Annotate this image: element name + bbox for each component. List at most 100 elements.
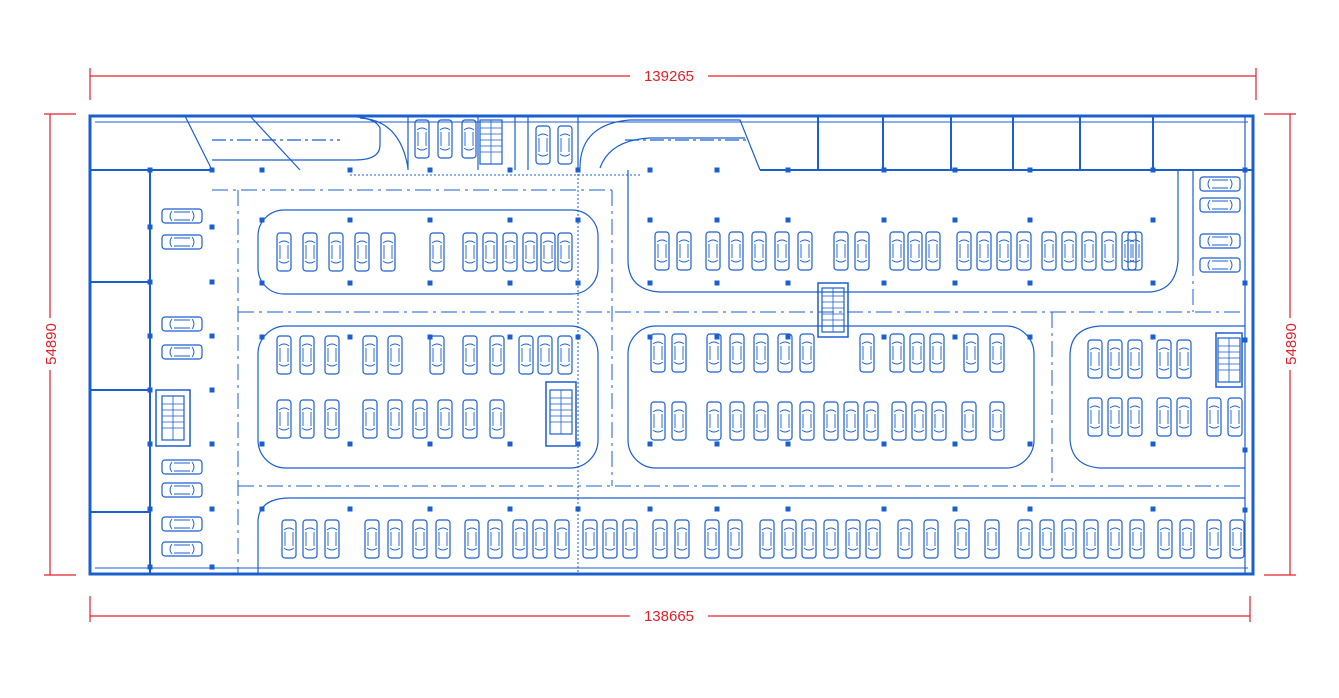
parking-stall-car: [387, 399, 403, 439]
parking-stall-car: [461, 119, 477, 159]
column-marker: [1242, 167, 1248, 173]
parking-stall-car: [437, 399, 453, 439]
column-marker: [952, 506, 958, 512]
parking-stall-car: [328, 232, 344, 272]
parking-stall-car: [652, 519, 668, 559]
parking-stall-car: [302, 519, 318, 559]
parking-stall-car: [299, 335, 315, 375]
column-marker: [209, 333, 215, 339]
column-marker: [714, 217, 720, 223]
parking-stall-car: [487, 519, 503, 559]
parking-stall-car: [412, 519, 428, 559]
column-marker: [259, 280, 265, 286]
parking-stall-car: [984, 519, 1000, 559]
parking-stall-car: [996, 231, 1012, 271]
column-marker: [147, 387, 153, 393]
column-marker: [427, 506, 433, 512]
parking-stall-car: [777, 333, 793, 373]
parking-stall-car: [823, 519, 839, 559]
parking-stall-car: [429, 232, 445, 272]
parking-stall-car: [518, 335, 534, 375]
parking-stall-car: [1127, 231, 1143, 271]
column-marker: [785, 334, 791, 340]
parking-stall-car: [362, 399, 378, 439]
column-marker: [1242, 447, 1248, 453]
column-marker: [507, 217, 513, 223]
parking-stall-car: [602, 519, 618, 559]
column-marker: [881, 506, 887, 512]
parking-stall-car: [706, 333, 722, 373]
parking-stall-car: [1061, 231, 1077, 271]
parking-stall-car: [833, 231, 849, 271]
parking-stall-car: [462, 335, 478, 375]
parking-stall-car: [354, 232, 370, 272]
parking-stall-car: [929, 333, 945, 373]
parking-stall-car: [535, 125, 551, 165]
parking-stall-car: [489, 399, 505, 439]
stairwell-east: [1215, 332, 1243, 388]
dimension-right: 54890: [1283, 323, 1300, 365]
parking-stall-car: [961, 401, 977, 441]
parking-stall-car: [324, 519, 340, 559]
parking-stall-car: [753, 401, 769, 441]
parking-stall-car: [753, 333, 769, 373]
column-marker: [147, 224, 153, 230]
column-marker: [881, 334, 887, 340]
parking-stall-car: [276, 399, 292, 439]
parking-stall-car: [759, 519, 775, 559]
parking-stall-car: [462, 232, 478, 272]
column-marker: [647, 334, 653, 340]
parking-stall-car: [1156, 339, 1172, 379]
column-marker: [881, 217, 887, 223]
parking-stall-car: [532, 519, 548, 559]
column-marker: [647, 506, 653, 512]
parking-stall-car: [706, 401, 722, 441]
parking-stall-car: [1127, 339, 1143, 379]
parking-stall-car: [963, 333, 979, 373]
column-marker: [647, 280, 653, 286]
parking-islands: [257, 170, 1245, 574]
column-marker: [1027, 280, 1033, 286]
column-marker: [1150, 441, 1156, 447]
parking-stall-car: [540, 232, 556, 272]
column-marker: [575, 280, 581, 286]
parking-stall-car: [482, 232, 498, 272]
parking-stall-car: [1157, 519, 1173, 559]
column-marker: [209, 224, 215, 230]
column-marker: [259, 441, 265, 447]
parking-stall-car: [654, 231, 670, 271]
parking-stall-car: [380, 232, 396, 272]
column-marker: [785, 217, 791, 223]
column-marker: [427, 441, 433, 447]
parking-stall-car: [437, 119, 453, 159]
parking-stall-car: [954, 519, 970, 559]
stairwell-left: [545, 381, 577, 447]
parking-stall-car: [1016, 231, 1032, 271]
parking-stall-car: [1087, 397, 1103, 437]
column-marker: [575, 441, 581, 447]
parking-stall-car: [276, 335, 292, 375]
column-marker: [1150, 217, 1156, 223]
entry-ramps: [184, 115, 761, 171]
parking-stall-car: [781, 519, 797, 559]
column-marker: [1150, 280, 1156, 286]
column-marker: [575, 334, 581, 340]
parking-stall-car: [1156, 397, 1172, 437]
column-marker: [209, 167, 215, 173]
column-marker: [147, 279, 153, 285]
parking-stall-car: [956, 231, 972, 271]
parking-stall-car: [557, 125, 573, 165]
top-rooms: [817, 116, 1154, 170]
column-marker: [259, 334, 265, 340]
column-marker: [1027, 441, 1033, 447]
parking-stall-car: [582, 519, 598, 559]
column-marker: [714, 334, 720, 340]
parking-stall-car: [799, 401, 815, 441]
parking-stalls: [161, 119, 1245, 559]
column-marker: [209, 279, 215, 285]
parking-stall-car: [161, 316, 203, 332]
parking-stall-car: [676, 231, 692, 271]
parking-stall-car: [1107, 339, 1123, 379]
parking-stall-car: [429, 335, 445, 375]
parking-stall-car: [704, 519, 720, 559]
